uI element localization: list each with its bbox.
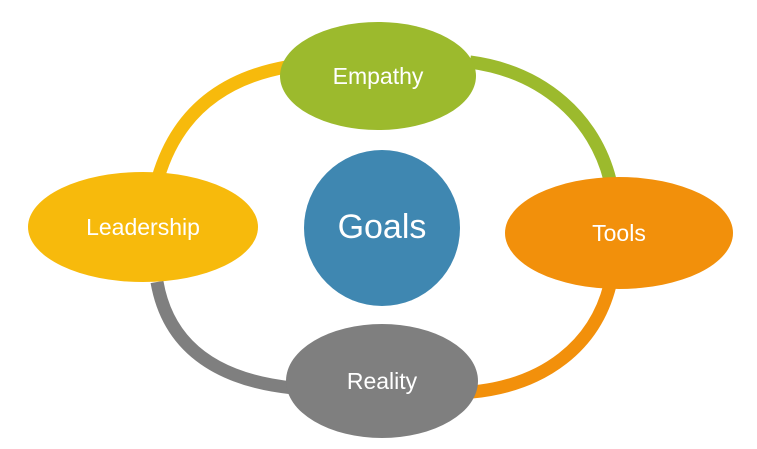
tools-node: Tools <box>505 177 733 289</box>
goals-node: Goals <box>304 150 460 306</box>
empathy-oval <box>280 22 476 130</box>
reality-label: Reality <box>347 368 418 394</box>
leadership-oval <box>28 172 258 282</box>
reality-oval <box>286 324 478 438</box>
goals-circle <box>304 150 460 306</box>
leadership-label: Leadership <box>86 214 200 240</box>
arc-reality-to-leadership <box>150 280 294 395</box>
tools-label: Tools <box>592 220 646 246</box>
arc-empathy-to-tools <box>469 55 617 182</box>
goals-label: Goals <box>338 208 427 246</box>
leadership-node: Leadership <box>28 172 258 282</box>
tools-oval <box>505 177 733 289</box>
empathy-label: Empathy <box>333 63 424 89</box>
arc-tools-to-reality <box>471 283 617 399</box>
arc-leadership-to-empathy <box>151 60 288 180</box>
empathy-node: Empathy <box>280 22 476 130</box>
reality-node: Reality <box>286 324 478 438</box>
